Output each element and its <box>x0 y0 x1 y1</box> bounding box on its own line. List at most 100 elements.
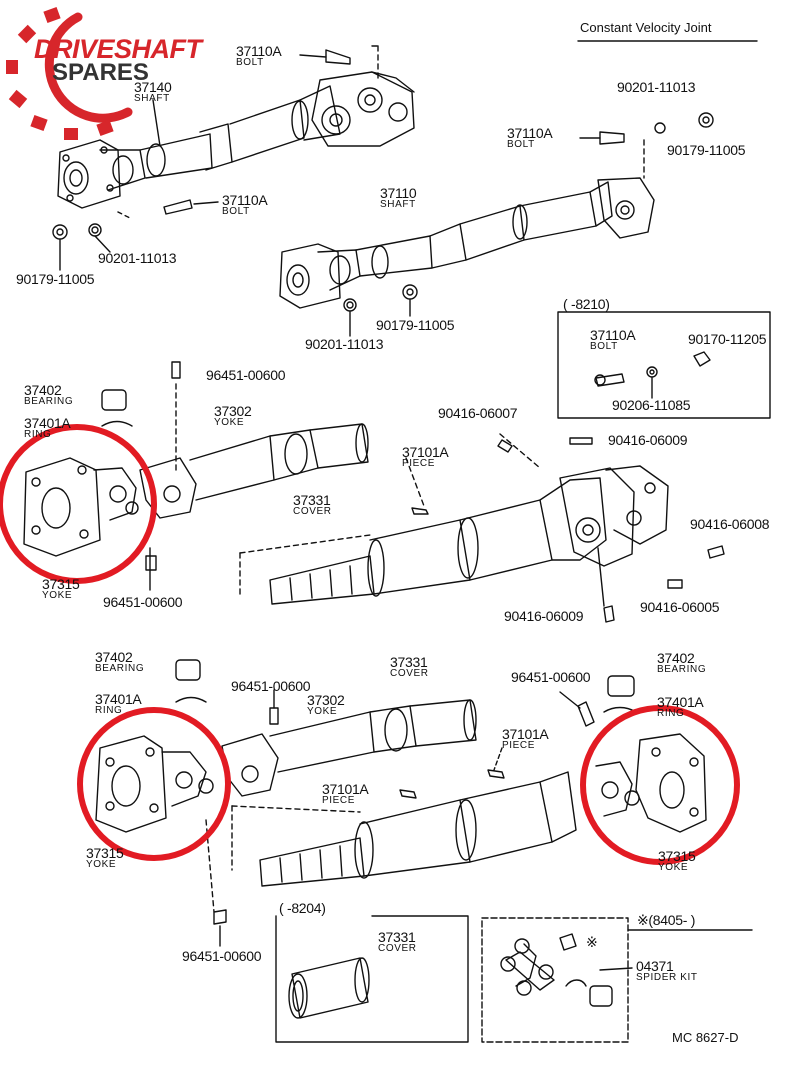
part-description: YOKE <box>214 417 245 428</box>
highlight-circles <box>0 424 740 865</box>
part-number: 96451-00600 <box>103 594 183 610</box>
part-description: YOKE <box>307 706 338 717</box>
part-number: 90416-06009 <box>608 432 688 448</box>
logo-text-line2: SPARES <box>52 59 149 86</box>
part-description: RING <box>95 705 123 716</box>
part-number: 37401A <box>24 415 71 431</box>
callout-c20: 90416-06007 <box>438 405 518 421</box>
part-number: 37101A <box>402 444 449 460</box>
callout-c44: 96451-00600 <box>182 949 262 963</box>
callout-c32: 96451-00600 <box>511 669 591 685</box>
logo-gear-icon <box>44 12 133 123</box>
part-number: 37302 <box>214 403 252 419</box>
part-number: 37401A <box>657 694 704 710</box>
part-description: PIECE <box>402 458 436 469</box>
part-description: SHAFT <box>134 93 170 104</box>
part-number: 37315 <box>42 576 80 592</box>
part-number: 37110A <box>222 192 268 208</box>
part-number: 04371 <box>636 958 674 974</box>
callout-c24: 90416-06008 <box>690 517 770 531</box>
callout-c21: 90416-06009 <box>608 432 688 448</box>
part-description: COVER <box>378 943 417 954</box>
callout-c42: ※(8405- ) <box>637 913 695 927</box>
callout-c14: 90170-11205 <box>688 332 766 346</box>
shaft-3-slip-yoke <box>269 465 669 605</box>
callout-c5: 90179-11005 <box>667 143 745 157</box>
highlight-circle-1 <box>0 424 157 584</box>
part-number: 37101A <box>322 781 369 797</box>
part-number: 90201-11013 <box>98 250 177 266</box>
part-number: 37402 <box>24 382 62 398</box>
part-number: 37110A <box>590 327 636 343</box>
inset-box-8210 <box>557 311 771 419</box>
part-description: BEARING <box>657 664 707 675</box>
logo-gear-teeth <box>6 6 114 140</box>
part-number: 37402 <box>95 649 133 665</box>
callout-c41: ( -8204) <box>279 901 326 915</box>
part-number: 90201-11013 <box>617 79 696 95</box>
callout-c10: 90179-11005 <box>376 318 454 332</box>
part-number: ( -8204) <box>279 900 326 916</box>
callout-c30: 96451-00600 <box>231 678 311 694</box>
part-description: BOLT <box>236 57 264 68</box>
part-description: BEARING <box>24 396 74 407</box>
callout-c15: 90206-11085 <box>612 398 690 412</box>
part-number: 37315 <box>658 848 696 864</box>
inset-box-8204 <box>275 915 469 1043</box>
part-number: 96451-00600 <box>231 678 311 694</box>
part-number: 37110 <box>380 185 417 201</box>
part-number: 90416-06009 <box>504 608 584 624</box>
part-number: ※(8405- ) <box>637 912 696 928</box>
part-number: 90206-11085 <box>612 397 691 413</box>
part-number: 90179-11005 <box>667 142 746 158</box>
diagram-code: MC 8627-D <box>672 1030 739 1045</box>
callout-c28: 90416-06009 <box>504 608 584 624</box>
part-number: 37110A <box>507 125 553 141</box>
callout-c16: 96451-00600 <box>206 368 286 382</box>
callout-c12: ( -8210) <box>563 297 610 311</box>
part-description: YOKE <box>658 862 689 873</box>
part-description: BOLT <box>590 341 618 352</box>
part-description: SHAFT <box>380 199 416 210</box>
part-number: 90170-11205 <box>688 331 767 347</box>
part-number: 90416-06005 <box>640 599 720 615</box>
part-number: ※ <box>586 934 598 950</box>
part-description: RING <box>24 429 52 440</box>
part-number: 96451-00600 <box>511 669 591 685</box>
callout-c11: 90201-11013 <box>305 337 383 351</box>
part-number: 37101A <box>502 726 549 742</box>
highlight-circle-2 <box>77 707 231 861</box>
part-number: 37331 <box>378 929 416 945</box>
callout-c46: ※ <box>586 934 598 950</box>
part-description: BEARING <box>95 663 145 674</box>
part-number: 90179-11005 <box>376 317 455 333</box>
part-description: BOLT <box>507 139 535 150</box>
part-number: 90416-06007 <box>438 405 518 421</box>
shaft-4-slip-yoke <box>259 733 707 887</box>
callout-c26: 96451-00600 <box>103 594 183 610</box>
callout-c27: 90416-06005 <box>640 599 720 615</box>
part-description: PIECE <box>322 795 356 806</box>
